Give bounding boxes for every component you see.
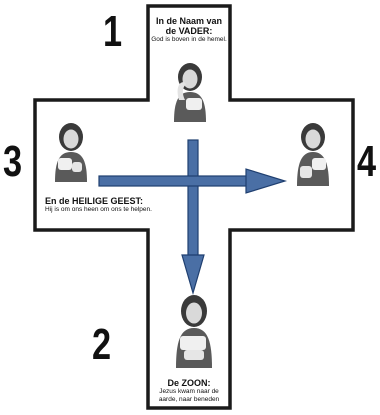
step-number-3: 3 [3,140,22,184]
caption-holy-spirit: En de HEILIGE GEEST: Hij is om ons heen … [45,196,205,214]
caption-father-text: God is boven in de hemel. [150,36,228,44]
caption-father-title: In de Naam van de VADER: [150,16,228,36]
step-number-2: 2 [92,323,111,367]
arrow-down-icon [182,140,204,293]
step-number-4: 4 [357,140,376,184]
caption-son: De ZOON: Jezus kwam naar de aarde, naar … [150,378,228,404]
caption-son-title: De ZOON: [150,378,228,388]
caption-holy-spirit-text: Hij is om ons heen om ons te helpen. [45,206,205,214]
caption-son-text: Jezus kwam naar de aarde, naar beneden [150,388,228,404]
step-number-1: 1 [103,10,122,54]
caption-holy-spirit-title: En de HEILIGE GEEST: [45,196,205,206]
caption-father: In de Naam van de VADER: God is boven in… [150,16,228,44]
